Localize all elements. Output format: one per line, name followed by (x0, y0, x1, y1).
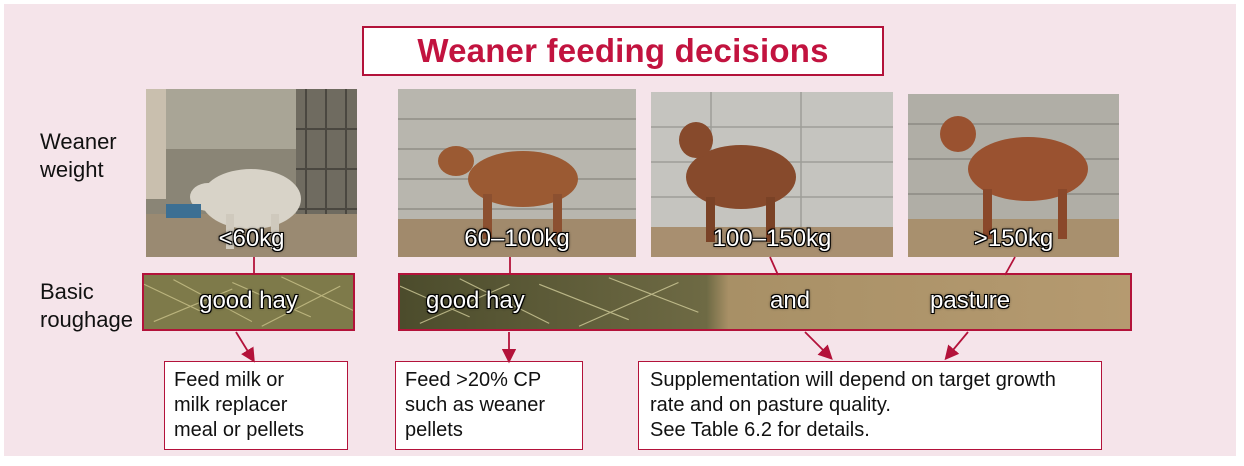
weight-label-line-2: weight (40, 157, 104, 182)
weight-label-over-150: >150kg (973, 225, 1054, 252)
feed-box-over-100: Supplementation will depend on target gr… (638, 361, 1102, 450)
feed-box-2-line-2: such as weaner (405, 394, 546, 416)
roughage-hay-label-2: good hay (426, 287, 525, 314)
roughage-label-line-1: Basic (40, 279, 94, 304)
calf-photo-60-100kg: 60–100kg (398, 89, 636, 257)
calf-photo-over-150kg: >150kg (908, 94, 1119, 257)
roughage-strip-hay: good hay (142, 273, 355, 331)
feed-box-under-60: Feed milk or milk replacer meal or pelle… (164, 361, 348, 450)
feed-box-1-line-2: milk replacer (174, 394, 288, 416)
feed-box-2-line-1: Feed >20% CP (405, 369, 542, 391)
roughage-and-label: and (770, 287, 811, 314)
feed-box-60-100: Feed >20% CP such as weaner pellets (395, 361, 583, 450)
roughage-row-label: Basic roughage (40, 278, 133, 334)
feed-box-3-line-2: rate and on pasture quality. (650, 394, 891, 416)
feed-box-1-line-3: meal or pellets (174, 419, 305, 441)
calf-photo-100-150kg: 100–150kg (651, 92, 893, 257)
weight-label-line-1: Weaner (40, 129, 117, 154)
roughage-strip-hay-and-pasture: good hay and pasture (398, 273, 1132, 331)
weight-label-100-150: 100–150kg (712, 225, 832, 252)
feed-box-3-line-3: See Table 6.2 for details. (650, 419, 870, 441)
feed-box-2-line-3: pellets (405, 419, 463, 441)
roughage-pasture-label: pasture (930, 287, 1011, 314)
roughage-label-line-2: roughage (40, 307, 133, 332)
weight-row-label: Weaner weight (40, 128, 117, 184)
feed-box-1-line-1: Feed milk or (174, 369, 285, 391)
calf-photo-under-60kg: <60kg (146, 89, 357, 257)
feed-box-3-line-1: Supplementation will depend on target gr… (650, 369, 1056, 391)
roughage-hay-label-1: good hay (199, 287, 298, 314)
weight-label-60-100: 60–100kg (464, 225, 570, 252)
weight-label-under-60: <60kg (218, 225, 285, 252)
diagram-title: Weaner feeding decisions (362, 26, 884, 76)
